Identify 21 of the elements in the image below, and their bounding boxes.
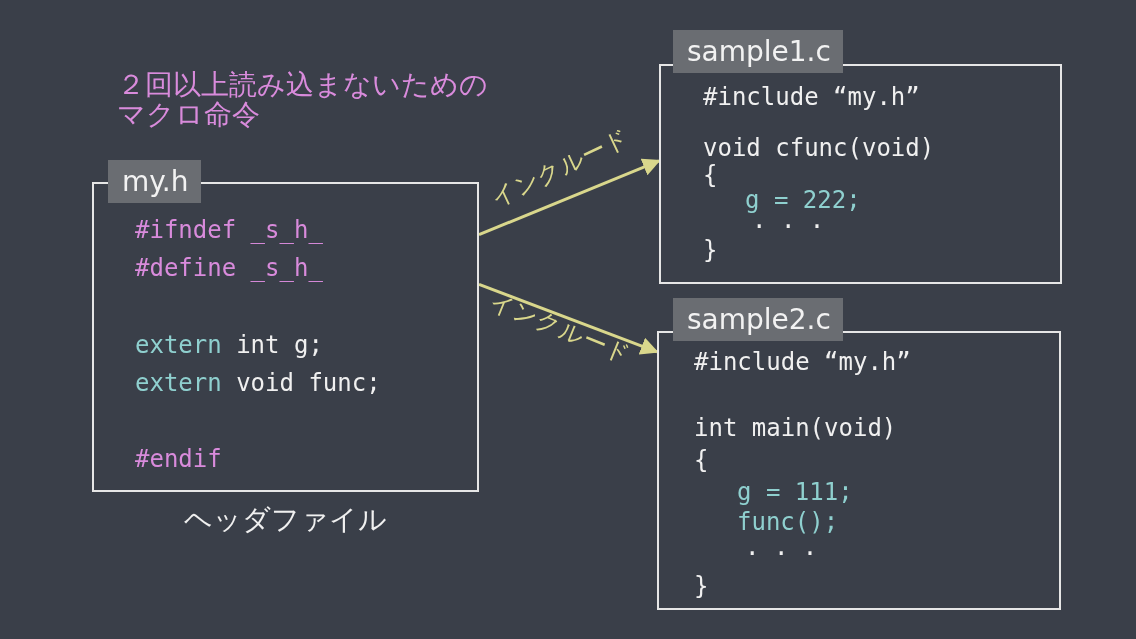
code-line: extern int g;	[135, 330, 323, 360]
code-line: extern void func;	[135, 368, 381, 398]
code-line: }	[694, 571, 709, 601]
file-name-tab: sample1.c	[673, 30, 843, 73]
file-name-tab: my.h	[108, 160, 201, 203]
code-line: g = 111;	[737, 477, 853, 507]
code-line: }	[703, 235, 718, 265]
code-line: int main(void)	[694, 413, 897, 443]
code-line: #include “my.h”	[694, 347, 911, 377]
file-name-tab: sample2.c	[673, 298, 843, 341]
arrow	[478, 282, 659, 355]
code-line: {	[703, 160, 718, 190]
arrow	[478, 158, 661, 237]
code-line: #include “my.h”	[703, 82, 920, 112]
code-line: #define _s_h_	[135, 253, 323, 283]
code-line: void cfunc(void)	[703, 133, 935, 163]
code-line: #ifndef _s_h_	[135, 215, 323, 245]
caption-text: ヘッダファイル	[182, 502, 388, 538]
edge-label: インクルード	[484, 286, 636, 371]
code-line: {	[694, 445, 709, 475]
code-line: #endif	[135, 444, 222, 474]
